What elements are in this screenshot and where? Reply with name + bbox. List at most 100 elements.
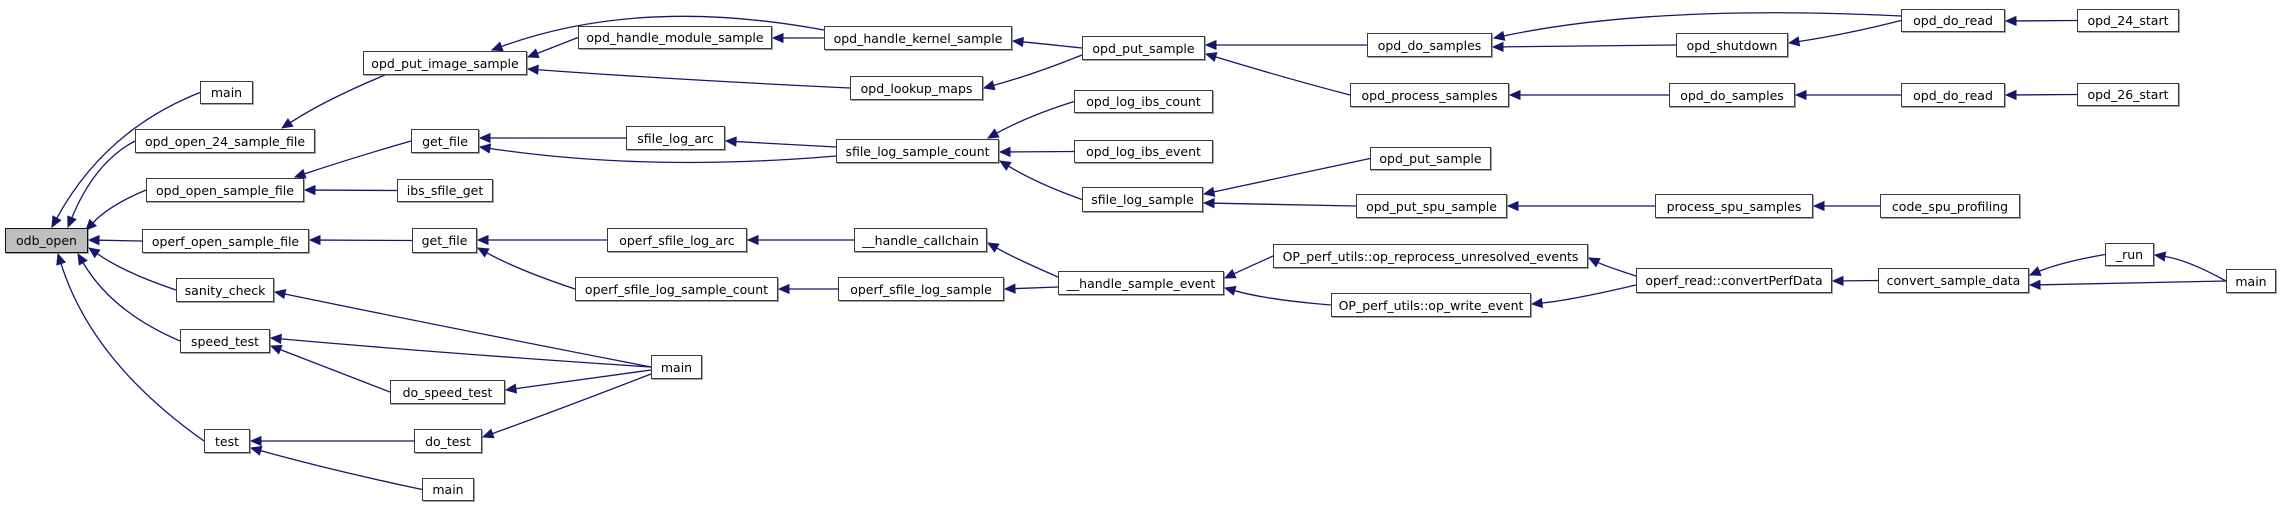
edge-main_r-to-_run [2164,255,2227,282]
edge-opd_do_read_1-to-opd_do_samples_1 [1503,12,1902,37]
graph-node-opd_log_ibs_count[interactable]: opd_log_ibs_count [1074,90,1213,113]
arrowhead-opd_put_sample_1-to-opd_lookup_maps [982,80,996,91]
edge-opd_log_ibs_count-to-sfile_log_sample_count [996,100,1075,134]
edge-opd_lookup_maps-to-opd_put_image_sample [537,69,851,89]
edge-main_m-to-do_speed_test [515,369,652,390]
graph-node-sanity_check[interactable]: sanity_check [176,278,274,302]
graph-node-convert_sample_data[interactable]: convert_sample_data [1878,268,2029,293]
arrowhead-main_b-to-test [249,445,263,456]
edge-sanity_check-to-odb_open [96,253,177,291]
arrowhead-opd_shutdown-to-opd_do_samples_1 [1491,41,1504,53]
graph-node-opd_shutdown[interactable]: opd_shutdown [1676,33,1788,57]
edge-op_write_event-to-handle_sample_event [1234,290,1332,306]
edge-convertPerfData-to-op_write_event [1541,284,1637,304]
edge-opd_shutdown-to-opd_do_samples_1 [1502,44,1677,48]
graph-node-main_r[interactable]: main [2226,269,2276,293]
graph-node-op_write_event[interactable]: OP_perf_utils::op_write_event [1331,293,1531,317]
arrowhead-do_speed_test-to-speed_test [269,344,283,355]
graph-node-convertPerfData[interactable]: operf_read::convertPerfData [1636,268,1832,293]
edge-opd_process_samples-to-opd_put_sample_1 [1215,56,1351,96]
graph-node-get_file_1[interactable]: get_file [411,129,479,153]
arrowhead-code_spu_profiling-to-process_spu_samples [1812,200,1825,212]
arrowhead-opd_handle_kernel_sample-to-opd_handle_module_sample [771,32,784,44]
graph-node-opd_26_start[interactable]: opd_26_start [2077,83,2179,106]
graph-node-main_m[interactable]: main [651,355,702,379]
arrowhead-opd_26_start-to-opd_do_read_2 [2004,89,2017,101]
graph-node-op_reprocess[interactable]: OP_perf_utils::op_reprocess_unresolved_e… [1273,244,1588,268]
graph-node-opd_put_sample_1[interactable]: opd_put_sample [1082,36,1205,60]
arrowhead-convertPerfData-to-op_reprocess [1587,257,1601,268]
graph-node-operf_sfile_log_sample_count[interactable]: operf_sfile_log_sample_count [575,277,778,301]
graph-node-opd_open_sample_file[interactable]: opd_open_sample_file [146,178,304,202]
arrowhead-main_m-to-do_speed_test [504,383,518,394]
edge-opd_do_read_1-to-opd_shutdown [1798,19,1902,43]
edge-get_file_1-to-opd_open_sample_file [304,140,412,175]
graph-node-speed_test[interactable]: speed_test [180,329,270,353]
graph-node-opd_process_samples[interactable]: opd_process_samples [1350,83,1509,107]
arrowhead-opd_handle_module_sample-to-opd_put_image_sample [526,48,540,58]
arrowhead-sanity_check-to-odb_open [87,247,101,259]
graph-node-handle_callchain[interactable]: __handle_callchain [854,228,987,252]
graph-node-handle_sample_event[interactable]: __handle_sample_event [1058,271,1224,295]
arrowhead-operf_sfile_log_sample_count-to-get_file_2 [476,247,490,258]
graph-node-opd_24_start[interactable]: opd_24_start [2077,9,2179,32]
arrowhead-main_m-to-speed_test [269,333,282,345]
arrowhead-handle_sample_event-to-operf_sfile_log_sample [1003,283,1016,294]
graph-node-sfile_log_sample_count[interactable]: sfile_log_sample_count [836,139,999,163]
arrowhead-get_file_2-to-operf_open_sample_file [308,234,321,246]
graph-node-sfile_log_sample[interactable]: sfile_log_sample [1082,187,1203,212]
graph-node-opd_put_sample_2[interactable]: opd_put_sample [1370,147,1491,170]
graph-node-main_t[interactable]: main [200,81,253,104]
arrowhead-_run-to-convert_sample_data [2028,266,2042,276]
graph-node-opd_do_read_1[interactable]: opd_do_read [1901,9,2005,32]
graph-node-opd_do_read_2[interactable]: opd_do_read [1901,83,2005,107]
graph-node-opd_put_image_sample[interactable]: opd_put_image_sample [363,51,527,75]
graph-node-opd_handle_module_sample[interactable]: opd_handle_module_sample [578,26,772,49]
graph-node-opd_do_samples_1[interactable]: opd_do_samples [1367,33,1492,57]
graph-node-odb_open[interactable]: odb_open [5,228,88,253]
graph-node-code_spu_profiling[interactable]: code_spu_profiling [1880,194,2020,218]
edge-op_reprocess-to-handle_sample_event [1233,255,1274,275]
edge-opd_open_24_sample_file-to-odb_open [71,140,136,219]
graph-node-process_spu_samples[interactable]: process_spu_samples [1655,194,1813,218]
graph-node-main_b[interactable]: main [422,478,474,501]
edge-opd_put_sample_2-to-sfile_log_sample [1213,157,1371,193]
graph-node-opd_log_ibs_event[interactable]: opd_log_ibs_event [1074,140,1213,163]
graph-node-do_speed_test[interactable]: do_speed_test [390,380,505,404]
graph-node-operf_sfile_log_sample[interactable]: operf_sfile_log_sample [838,277,1004,301]
arrowhead-operf_sfile_log_sample-to-operf_sfile_log_sample_count [777,283,790,295]
graph-node-do_test[interactable]: do_test [414,429,482,453]
arrowhead-main_r-to-_run [2153,251,2167,262]
arrowhead-opd_log_ibs_count-to-sfile_log_sample_count [986,128,1000,139]
graph-node-opd_handle_kernel_sample[interactable]: opd_handle_kernel_sample [824,26,1012,50]
arrowhead-opd_24_start-to-opd_do_read_1 [2004,15,2017,27]
graph-node-sfile_log_arc[interactable]: sfile_log_arc [626,126,725,150]
edge-main_m-to-speed_test [280,338,652,368]
edge-operf_open_sample_file-to-odb_open [98,239,143,242]
arrowhead-main_m-to-do_test [481,428,495,439]
arrowhead-opd_put_sample_2-to-sfile_log_sample [1202,186,1216,197]
graph-node-opd_do_samples_2[interactable]: opd_do_samples [1669,83,1795,107]
arrowhead-test-to-odb_open [56,252,67,266]
graph-node-opd_open_24_sample_file[interactable]: opd_open_24_sample_file [135,129,315,153]
edge-operf_sfile_log_sample_count-to-get_file_2 [486,252,576,290]
graph-node-ibs_sfile_get[interactable]: ibs_sfile_get [397,179,493,202]
edge-sfile_log_sample_count-to-get_file_1 [489,147,837,164]
graph-node-operf_open_sample_file[interactable]: operf_open_sample_file [142,229,309,253]
edge-opd_put_spu_sample-to-sfile_log_sample [1213,202,1357,207]
graph-node-test[interactable]: test [204,429,250,453]
arrowhead-opd_put_image_sample-to-opd_open_24_sample_file [280,117,294,129]
arrowhead-ibs_sfile_get-to-opd_open_sample_file [303,184,316,196]
graph-node-operf_sfile_log_arc[interactable]: operf_sfile_log_arc [607,228,747,252]
edge-handle_sample_event-to-operf_sfile_log_sample [1014,286,1059,290]
graph-node-opd_put_spu_sample[interactable]: opd_put_spu_sample [1356,194,1507,218]
arrowhead-handle_sample_event-to-handle_callchain [986,242,1000,253]
edge-opd_open_sample_file-to-odb_open [92,189,147,224]
edge-speed_test-to-odb_open [82,262,181,342]
graph-node-opd_lookup_maps[interactable]: opd_lookup_maps [850,76,983,100]
edge-main_m-to-do_test [492,373,652,435]
edge-opd_put_image_sample-to-opd_open_24_sample_file [290,74,386,124]
graph-node-get_file_2[interactable]: get_file [412,228,477,253]
graph-node-_run[interactable]: _run [2105,243,2154,266]
